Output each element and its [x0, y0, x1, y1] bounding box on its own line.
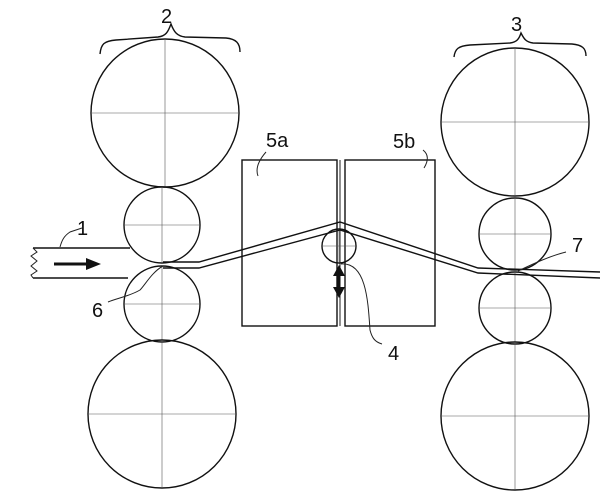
stand-right-bracket	[453, 31, 587, 58]
contact-left-leader	[107, 265, 164, 303]
strip-upper-edge	[163, 221, 600, 273]
feed-arrow-head	[86, 258, 101, 270]
strip: 1	[30, 218, 600, 279]
label-deflector-roll: 4	[388, 343, 399, 365]
label-strip: 1	[77, 218, 88, 240]
label-stand-right: 3	[511, 14, 522, 36]
label-box-right: 5b	[393, 131, 415, 153]
deflector-arrow-down-head	[333, 287, 345, 298]
stand-left: 2	[87, 6, 241, 489]
strip-lower-edge	[163, 229, 600, 279]
box-5b-leader	[422, 149, 428, 169]
contact-points: 6 7	[92, 235, 583, 322]
guide-boxes: 5a 5b	[241, 130, 436, 327]
box-5a-leader	[256, 151, 267, 177]
stand-left-bracket	[99, 22, 241, 55]
strip-leader	[59, 227, 83, 248]
box-5a	[241, 159, 338, 327]
label-contact-left: 6	[92, 300, 103, 322]
contact-right-leader	[517, 251, 567, 272]
label-box-left: 5a	[266, 130, 289, 152]
deflector-roll-group: 4	[321, 228, 399, 365]
deflector-leader	[340, 263, 383, 345]
stand-right: 3	[440, 14, 590, 491]
box-5b	[344, 159, 436, 327]
deflector-arrow-up-head	[333, 265, 345, 276]
label-contact-right: 7	[572, 235, 583, 257]
label-stand-left: 2	[161, 6, 172, 28]
strip-incoming-break	[30, 247, 38, 279]
